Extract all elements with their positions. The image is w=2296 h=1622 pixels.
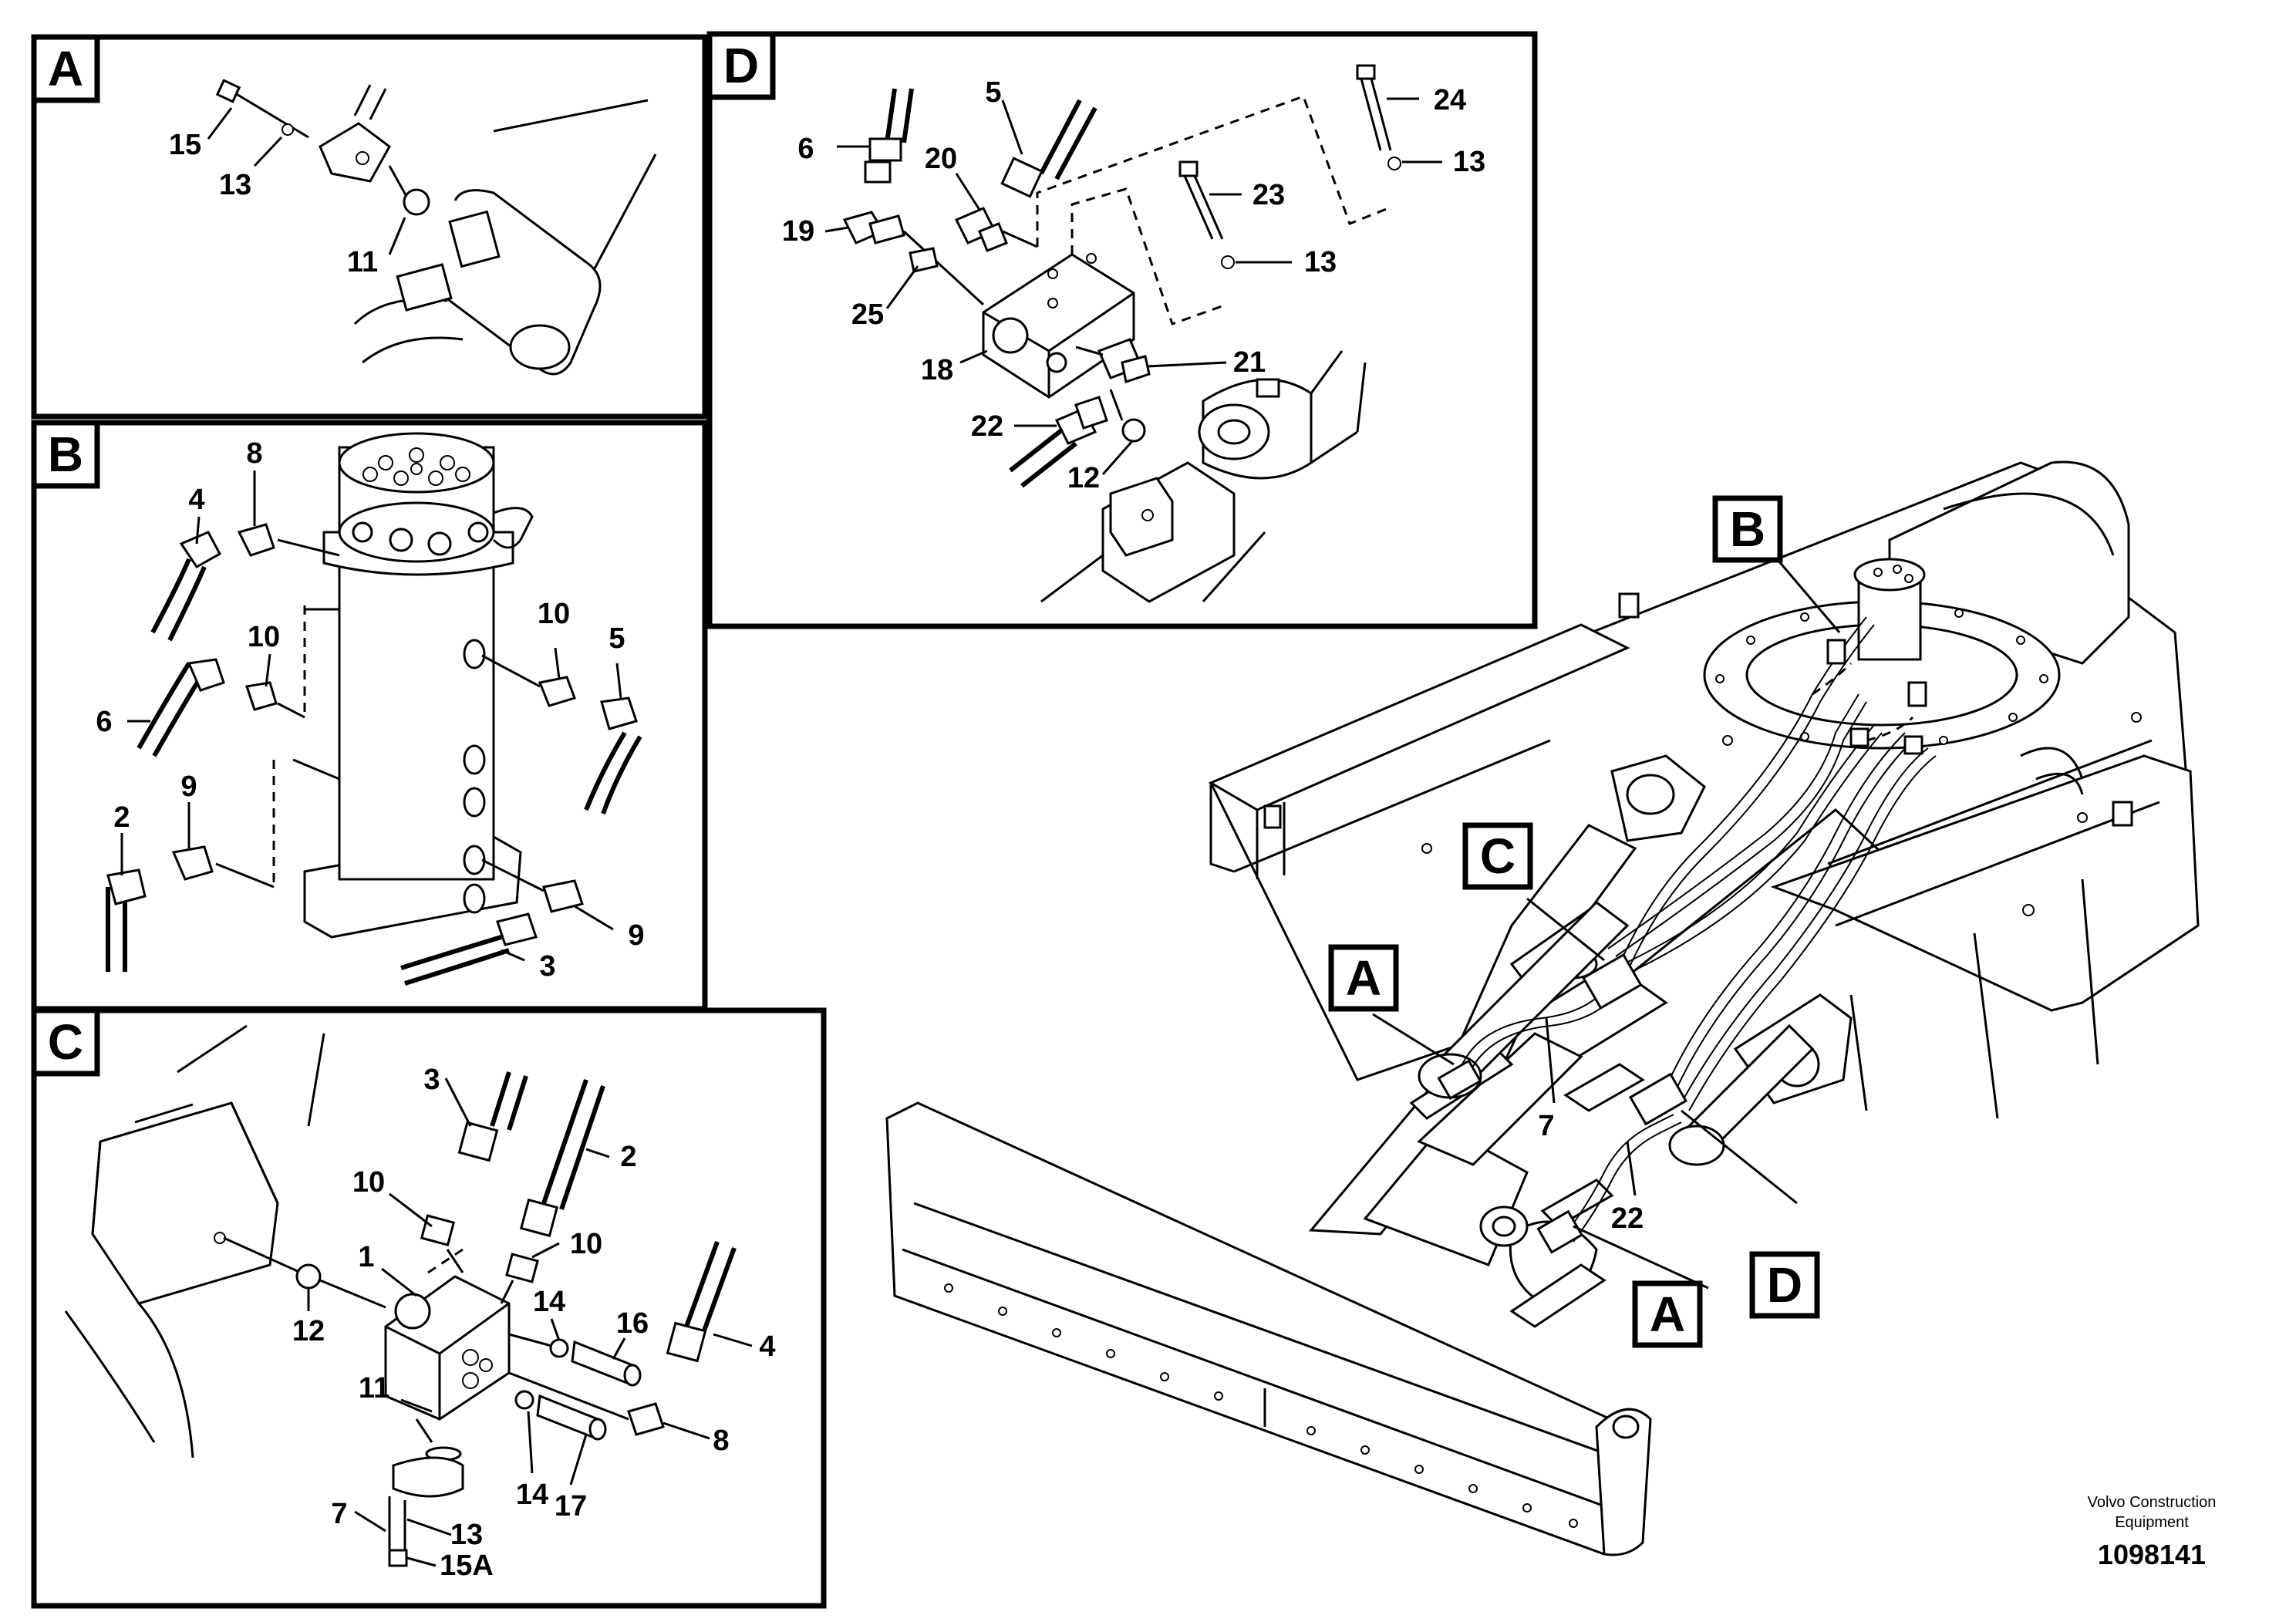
fittings-d-drawing [842, 64, 1401, 488]
label-b-9-right: 9 [628, 919, 644, 952]
panel-b: B [31, 420, 708, 1012]
panel-b-letter: B [48, 427, 83, 482]
label-c-16: 16 [616, 1307, 649, 1340]
label-c-3: 3 [423, 1064, 440, 1096]
overview-callout-b: B [1730, 501, 1765, 557]
label-d-19: 19 [782, 215, 814, 248]
swivel-joint-b-drawing [272, 432, 534, 939]
overview-callout-d: D [1767, 1257, 1802, 1313]
label-c-17: 17 [555, 1490, 587, 1523]
label-d-18: 18 [921, 354, 953, 386]
credit-org-line2: Equipment [2115, 1514, 2189, 1531]
label-c-2: 2 [620, 1141, 636, 1173]
overview-callout-c-box [1462, 822, 1533, 890]
cylinder-c-drawing [64, 1024, 325, 1458]
overview-callout-a-upper: A [1346, 950, 1381, 1006]
panel-c-frame [31, 1007, 827, 1609]
label-d-13-mid: 13 [1304, 246, 1337, 278]
label-c-4: 4 [759, 1330, 775, 1363]
label-c-7: 7 [331, 1498, 347, 1530]
overview-callout-c: C [1480, 828, 1515, 884]
hoses-b-drawing [106, 523, 642, 986]
overview-assembly: B C A D A 7 22 [885, 460, 2200, 1556]
label-b-6: 6 [96, 706, 112, 738]
label-c-14-bottom: 14 [516, 1479, 548, 1511]
valve-block-c-drawing [223, 1236, 511, 1421]
label-d-13-top: 13 [1453, 146, 1485, 178]
undercarriage-frame-drawing [1208, 460, 2200, 1119]
callouts-c: 3 2 10 10 1 12 14 16 4 11 14 17 8 7 13 1… [292, 1064, 776, 1582]
panel-c: C [31, 1007, 827, 1609]
credit-org-line1: Volvo Construction [2087, 1494, 2217, 1511]
label-c-1: 1 [358, 1241, 374, 1273]
panel-c-tag [31, 1007, 100, 1077]
label-c-12: 12 [292, 1315, 325, 1347]
panel-d-frame [706, 31, 1538, 629]
overview-callout-a-lower-box [1632, 1280, 1703, 1348]
label-a-11: 11 [347, 246, 378, 278]
label-b-3: 3 [539, 950, 555, 983]
figure-number: 1098141 [2097, 1539, 2207, 1570]
panel-c-letter: C [48, 1014, 83, 1070]
label-b-9-left: 9 [180, 771, 197, 803]
overview-callout-a-lower: A [1650, 1286, 1685, 1342]
label-a-15: 15 [169, 129, 201, 161]
cylinder-d-drawing [1040, 350, 1367, 603]
label-d-12: 12 [1067, 462, 1100, 494]
panel-a-tag [31, 34, 100, 103]
label-c-10-left: 10 [352, 1166, 385, 1199]
panel-d: D [706, 31, 1538, 629]
label-b-10-right: 10 [538, 598, 570, 630]
label-d-5: 5 [985, 76, 1001, 109]
label-c-11: 11 [359, 1372, 389, 1404]
panel-b-tag [31, 420, 100, 489]
label-d-22: 22 [971, 410, 1003, 443]
label-c-13: 13 [450, 1519, 483, 1551]
callouts-d: 6 5 24 13 20 23 19 13 25 18 21 22 12 [782, 76, 1485, 494]
label-d-24: 24 [1434, 84, 1466, 116]
turntable-drawing [1703, 558, 2061, 750]
label-d-6: 6 [797, 133, 814, 165]
label-c-15A: 15A [440, 1549, 494, 1582]
callouts-a: 15 13 11 [169, 107, 406, 278]
panel-a-frame [31, 34, 708, 420]
panel-a-letter: A [48, 41, 83, 96]
overview-callout-a-upper-box [1328, 944, 1399, 1012]
label-c-8: 8 [713, 1425, 729, 1457]
hose-routing-drawing [1437, 616, 1937, 1254]
panel-d-letter: D [723, 38, 759, 93]
label-b-2: 2 [113, 801, 130, 834]
overview-callout-b-box [1712, 495, 1783, 563]
overview-callout-d-box [1749, 1251, 1820, 1319]
fitting-a-drawing [215, 79, 430, 216]
manifold-d-drawing [982, 95, 1389, 399]
label-a-13: 13 [219, 169, 251, 201]
label-d-23: 23 [1253, 179, 1285, 211]
label-b-8: 8 [246, 437, 262, 470]
label-c-14-top: 14 [533, 1286, 565, 1318]
panel-d-tag [706, 31, 776, 100]
overview-label-22: 22 [1611, 1202, 1644, 1235]
callouts-b: 4 8 10 10 5 6 2 9 9 3 [96, 437, 644, 983]
label-d-25: 25 [851, 298, 884, 331]
label-c-10-right: 10 [570, 1228, 602, 1260]
publisher-credit: Volvo Construction Equipment 1098141 [2052, 1492, 2252, 1571]
label-b-5: 5 [609, 622, 625, 655]
cylinder-a-drawing [353, 99, 657, 376]
overview-label-7: 7 [1538, 1110, 1554, 1142]
overview-callouts: B C A D A 7 22 [1328, 495, 1841, 1348]
label-b-10-left: 10 [248, 621, 280, 653]
label-d-21: 21 [1233, 346, 1266, 379]
dozer-blade-drawing [885, 1101, 1652, 1556]
label-d-20: 20 [925, 143, 957, 175]
panel-a: A 15 13 11 [31, 34, 708, 420]
label-b-4: 4 [188, 484, 204, 516]
